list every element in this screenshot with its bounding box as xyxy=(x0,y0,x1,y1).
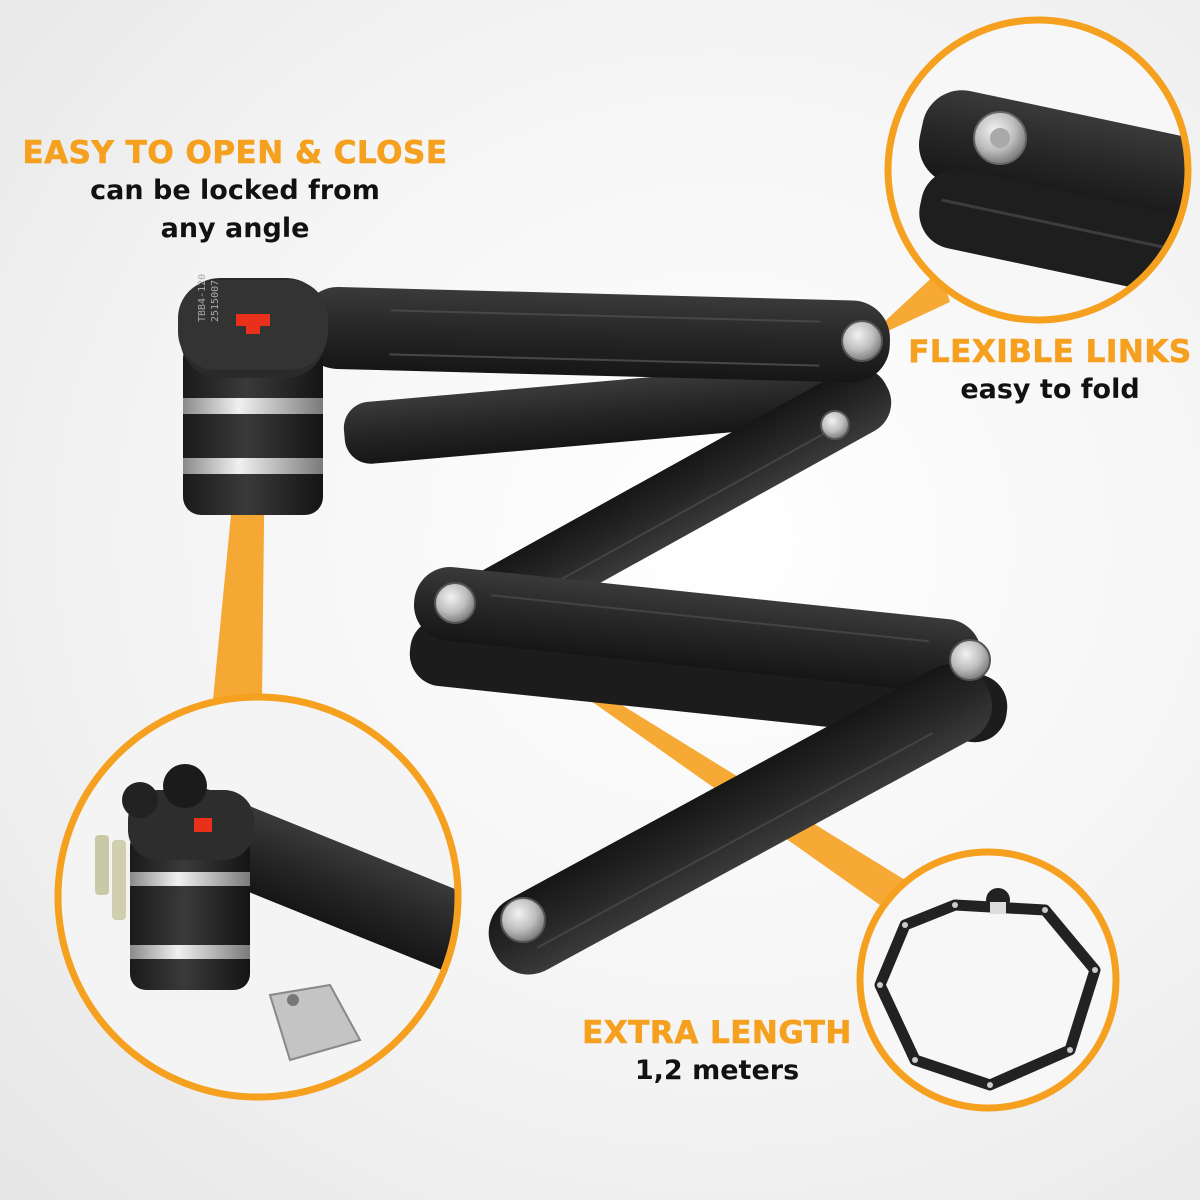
zoom-lock-with-keys xyxy=(54,693,462,1101)
callout-open-close-line1: can be locked from xyxy=(90,175,380,206)
callout-open-close-line2: any angle xyxy=(160,213,310,244)
callout-length-subtitle: 1,2 meters xyxy=(634,1055,800,1086)
lock-head: TBB4-120 2515007 xyxy=(178,274,328,515)
callout-length-title: EXTRA LENGTH xyxy=(582,1015,852,1052)
callout-open-close-title: EASY TO OPEN & CLOSE xyxy=(22,135,448,172)
callout-flexible-subtitle: easy to fold xyxy=(960,374,1140,405)
zoom-unfolded-loop xyxy=(856,848,1120,1112)
lock-engraving-1: TBB4-120 xyxy=(197,274,208,322)
callout-flexible-links: FLEXIBLE LINKS easy to fold xyxy=(905,333,1195,409)
lock-indicator xyxy=(236,314,270,334)
callout-extra-length: EXTRA LENGTH 1,2 meters xyxy=(572,1014,862,1090)
folding-bars xyxy=(299,286,1008,975)
callout-open-close: EASY TO OPEN & CLOSE can be locked from … xyxy=(20,134,450,248)
callout-flexible-title: FLEXIBLE LINKS xyxy=(908,334,1192,371)
zoom-hinge xyxy=(884,16,1192,324)
lock-engraving-2: 2515007 xyxy=(210,280,221,322)
rivets xyxy=(434,320,991,943)
